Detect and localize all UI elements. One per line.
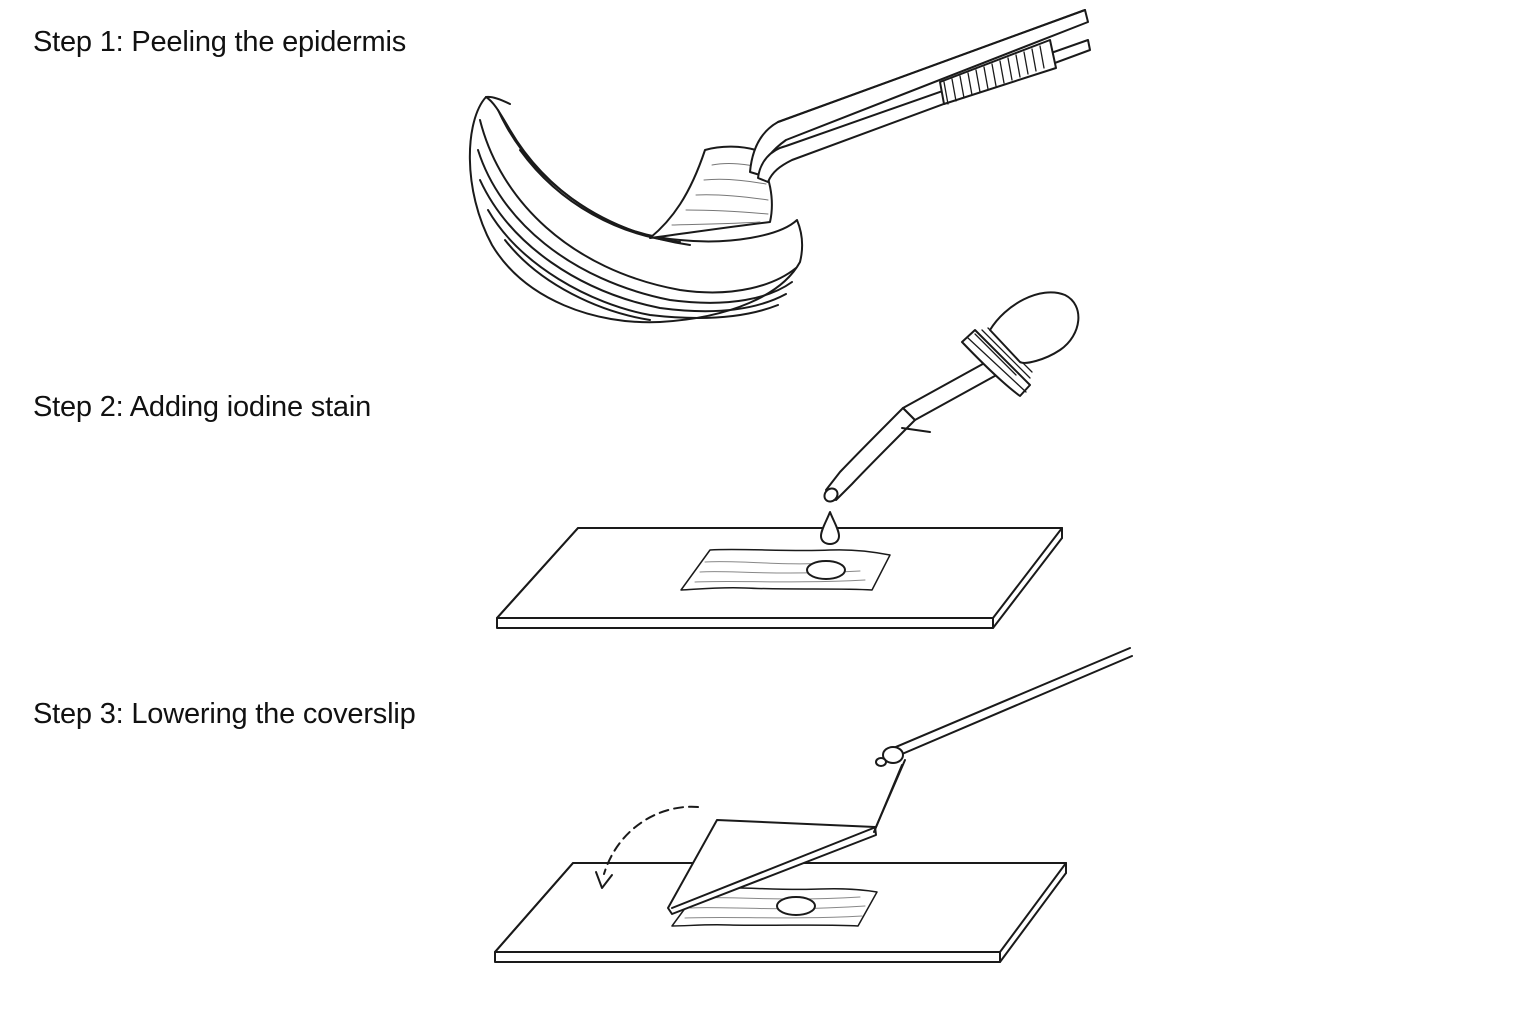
step-3-label: Step 3: Lowering the coverslip xyxy=(33,698,416,730)
forceps-icon xyxy=(750,10,1090,182)
iodine-drop xyxy=(821,512,839,544)
epidermis-sample-step2 xyxy=(681,549,890,590)
onion-scale xyxy=(470,97,802,322)
lowering-arrow-icon xyxy=(596,807,698,888)
mounting-needle-icon xyxy=(874,648,1132,832)
step-2-label: Step 2: Adding iodine stain xyxy=(33,391,372,423)
dropper-icon xyxy=(822,292,1079,504)
step-1-label: Step 1: Peeling the epidermis xyxy=(33,26,407,58)
